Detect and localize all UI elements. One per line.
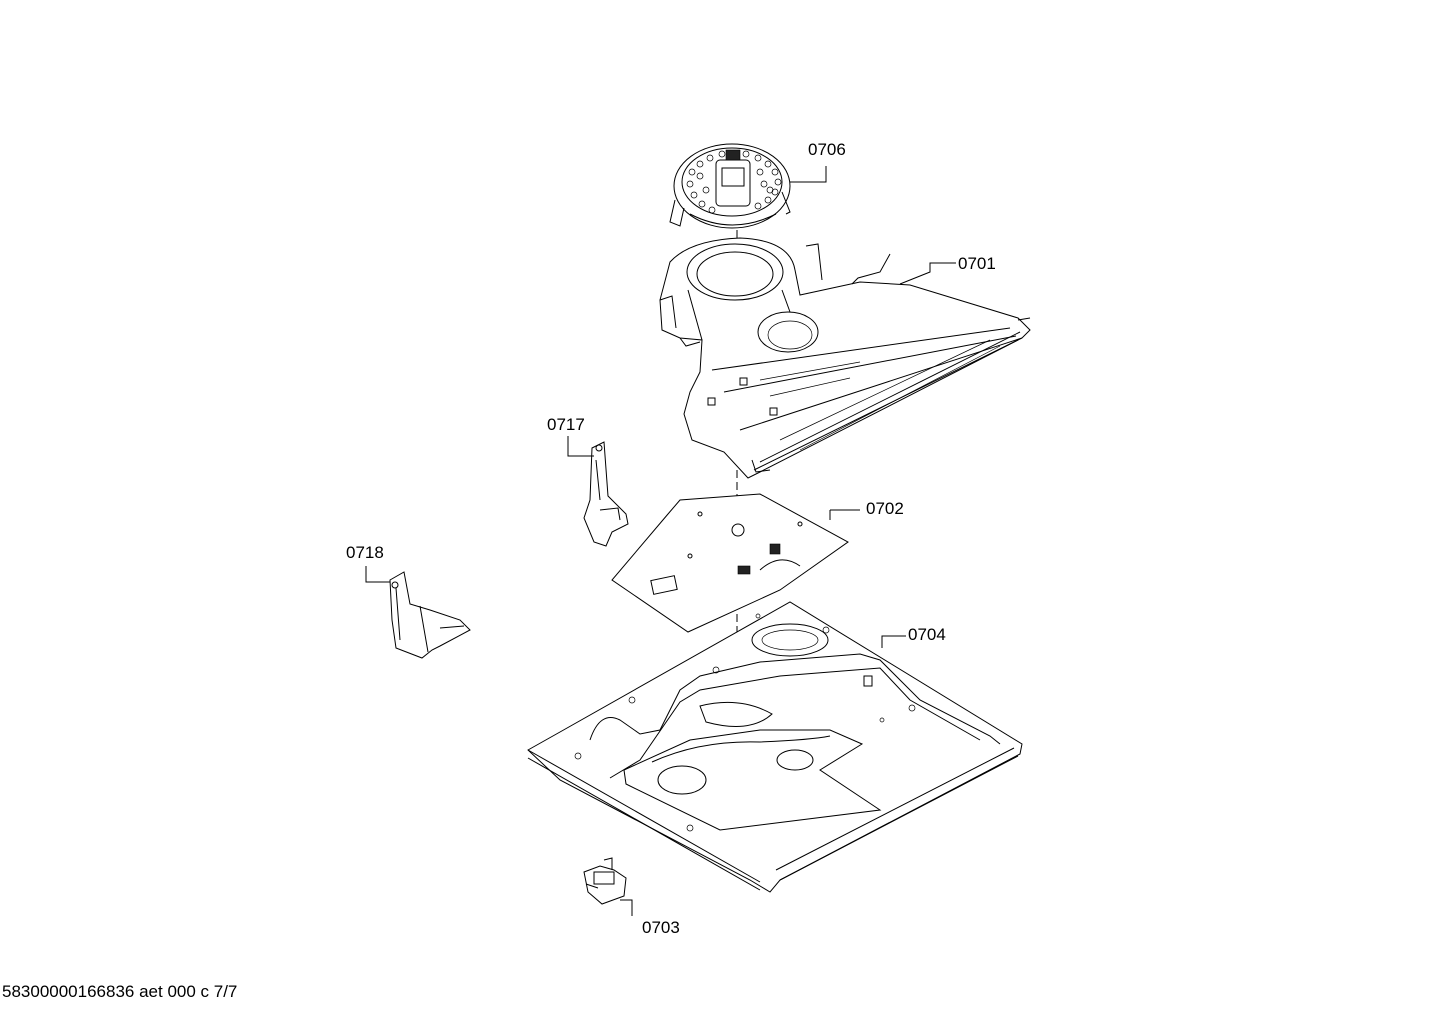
callout-label: 0718 [346,543,384,562]
part-0704-base-frame [527,601,1023,893]
part-0718-bracket [389,571,471,659]
leader-0717 [567,436,594,457]
part-0717-bracket [583,441,629,547]
callout-label: 0703 [642,918,680,937]
callout-label: 0702 [866,499,904,518]
part-0706-fan-wheel [669,143,791,229]
part-0701-fan-housing [659,237,1031,479]
document-id-footer: 58300000166836 aet 000 c 7/7 [2,982,238,1001]
leader-0706 [790,166,827,183]
callout-label: 0717 [547,415,585,434]
callout-label: 0701 [958,254,996,273]
part-0703-switch [583,857,627,905]
part-0702-cover-plate [611,493,849,633]
callout-label: 0704 [908,625,946,644]
callout-label: 0706 [808,140,846,159]
leader-0704 [881,635,906,648]
leader-0701 [899,262,956,285]
leader-0718 [365,566,390,583]
leader-0703 [620,899,633,916]
